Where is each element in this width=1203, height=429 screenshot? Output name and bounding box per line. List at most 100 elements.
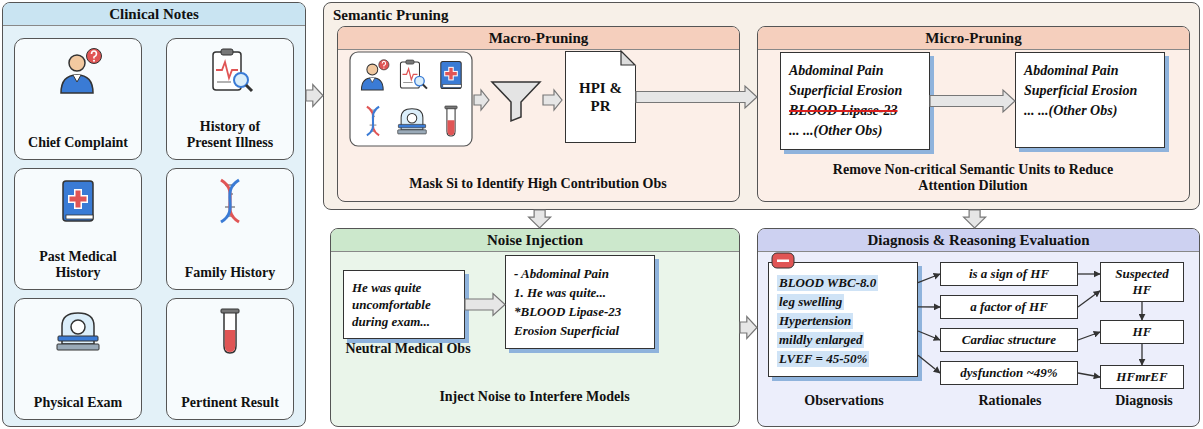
panel-title: Noise Injection bbox=[331, 229, 739, 252]
block-arrow bbox=[740, 317, 757, 339]
note-card: Physical Exam bbox=[14, 298, 142, 420]
note-card: History of Present Illness bbox=[166, 38, 294, 160]
funnel-shape bbox=[492, 82, 540, 121]
rationale-box: a factor of HF bbox=[940, 295, 1078, 319]
box-text: HFmrEF bbox=[1116, 369, 1167, 385]
funnel bbox=[474, 82, 562, 121]
test-tube-icon bbox=[445, 106, 457, 136]
block-arrow bbox=[964, 210, 986, 228]
box-text: ... ...(Other Obs) bbox=[1024, 101, 1117, 121]
remove-marker bbox=[772, 253, 794, 268]
reasoning-arrow bbox=[1078, 332, 1100, 340]
obs-page: - Abdominal Pain1. He was quite...*BLOOD… bbox=[505, 255, 655, 349]
stage-panel: Macro-PruningMask Si to Identify High Co… bbox=[337, 26, 740, 202]
reasoning-arrow bbox=[1141, 344, 1142, 365]
box-text: LVEF = 45-50% bbox=[777, 351, 869, 367]
diagnosis-box: HFmrEF bbox=[1100, 365, 1184, 389]
clipboard-icon bbox=[400, 60, 427, 89]
box-text: Abdominal Pain bbox=[1024, 61, 1119, 81]
doctor-icon bbox=[61, 49, 102, 94]
page-fold bbox=[621, 51, 636, 66]
fold-corner bbox=[621, 51, 635, 65]
reasoning-arrow bbox=[1141, 302, 1142, 320]
box-text: *BLOOD Lipase-23 bbox=[514, 302, 621, 321]
reasoning-arrow bbox=[918, 355, 940, 373]
column-label: Observations bbox=[766, 393, 922, 409]
box-text: mildly enlarged bbox=[777, 332, 864, 348]
minus-bar bbox=[777, 260, 789, 263]
rationale-box: is a sign of HF bbox=[940, 262, 1078, 286]
obs-page: Abdominal PainSuperficial Erosion... ...… bbox=[1015, 52, 1165, 148]
rationale-box: Cardiac structure bbox=[940, 328, 1078, 352]
box-text: leg swelling bbox=[777, 294, 844, 310]
block-arrow bbox=[465, 294, 505, 316]
removed-obs: BLOOD Lipase-23 bbox=[789, 101, 898, 121]
box-text: Superficial Erosion bbox=[1024, 81, 1137, 101]
step-caption: Mask Si to Identify High Contribution Ob… bbox=[338, 176, 738, 192]
step-caption: Neutral Medical Obs bbox=[333, 341, 483, 357]
minus-badge bbox=[772, 253, 794, 268]
notes-panel: Clinical NotesChief ComplaintHistory of … bbox=[2, 2, 306, 427]
box-text: - Abdominal Pain bbox=[514, 264, 609, 283]
box-text: a factor of HF bbox=[970, 298, 1048, 316]
box-text: Cardiac structure bbox=[962, 331, 1056, 349]
diagnosis-box: HF bbox=[1100, 320, 1184, 344]
block-arrow bbox=[529, 210, 551, 228]
panel-title: Diagnosis & Reasoning Evaluation bbox=[758, 229, 1199, 252]
block-arrow bbox=[306, 85, 323, 107]
reasoning-arrow bbox=[1078, 373, 1100, 377]
scanner-icon bbox=[398, 109, 427, 134]
note-card: Family History bbox=[166, 168, 294, 290]
box-text: Pertinent Result bbox=[181, 395, 279, 411]
stage-panel: Semantic PruningMacro-PruningMask Si to … bbox=[323, 2, 1200, 210]
medical-book-icon bbox=[441, 61, 461, 88]
dna-icon bbox=[221, 180, 239, 222]
box-text: ... ...(Other Obs) bbox=[789, 121, 882, 141]
note-card: Past Medical History bbox=[14, 168, 142, 290]
column-label: Rationales bbox=[938, 393, 1082, 409]
box-text: HF bbox=[1133, 324, 1152, 340]
box-text: Family History bbox=[185, 265, 276, 281]
panel-title: Macro-Pruning bbox=[338, 27, 739, 50]
stage-panel: Micro-PruningRemove Non-critical Semanti… bbox=[757, 26, 1190, 202]
medical-book-icon bbox=[63, 181, 93, 221]
box-text: dysfunction ~49% bbox=[960, 364, 1057, 382]
step-caption: Inject Noise to Interfere Models bbox=[331, 389, 738, 405]
box-text: Physical Exam bbox=[34, 395, 122, 411]
stage-panel: Noise InjectionNeutral Medical ObsInject… bbox=[330, 228, 740, 427]
reasoning-arrow bbox=[918, 331, 940, 340]
box-text: Chief Complaint bbox=[28, 135, 128, 151]
scanner-icon bbox=[57, 313, 99, 350]
block-arrow bbox=[543, 90, 562, 110]
clipboard-icon bbox=[213, 49, 252, 91]
note-card: Chief Complaint bbox=[14, 38, 142, 160]
box-text: Abdominal Pain bbox=[789, 61, 884, 81]
block-arrow bbox=[474, 90, 489, 110]
box-text: Suspected HF bbox=[1105, 266, 1179, 298]
fold-cut bbox=[621, 51, 636, 66]
reasoning-arrow bbox=[918, 306, 940, 307]
column-label: Diagnosis bbox=[1094, 393, 1194, 409]
box-text: Past Medical History bbox=[28, 249, 128, 281]
obs-page: Abdominal PainSuperficial ErosionBLOOD L… bbox=[780, 52, 930, 150]
box-text: Erosion Superficial bbox=[514, 321, 619, 340]
rationale-box: dysfunction ~49% bbox=[940, 361, 1078, 385]
box-text: History of Present Illness bbox=[180, 119, 280, 151]
note-icons bbox=[57, 49, 252, 354]
step-caption: Remove Non-critical Semantic Units to Re… bbox=[818, 162, 1128, 194]
macro-icon-grid bbox=[350, 52, 472, 146]
doctor-icon bbox=[361, 60, 389, 90]
box-text: is a sign of HF bbox=[969, 265, 1049, 283]
test-tube-icon bbox=[221, 309, 239, 353]
obs-page: He was quite uncomfortable during exam..… bbox=[343, 270, 465, 339]
document-box: HPI & PR bbox=[565, 51, 636, 143]
icon-grid-frame bbox=[350, 52, 472, 146]
box-text: Hypertension bbox=[777, 313, 853, 329]
box-text: He was quite uncomfortable during exam..… bbox=[352, 279, 456, 330]
observation-box: BLOOD WBC-8.0leg swellingHypertensionmil… bbox=[768, 262, 918, 377]
diagnosis-box: Suspected HF bbox=[1100, 262, 1184, 302]
block-arrow bbox=[930, 90, 1015, 112]
